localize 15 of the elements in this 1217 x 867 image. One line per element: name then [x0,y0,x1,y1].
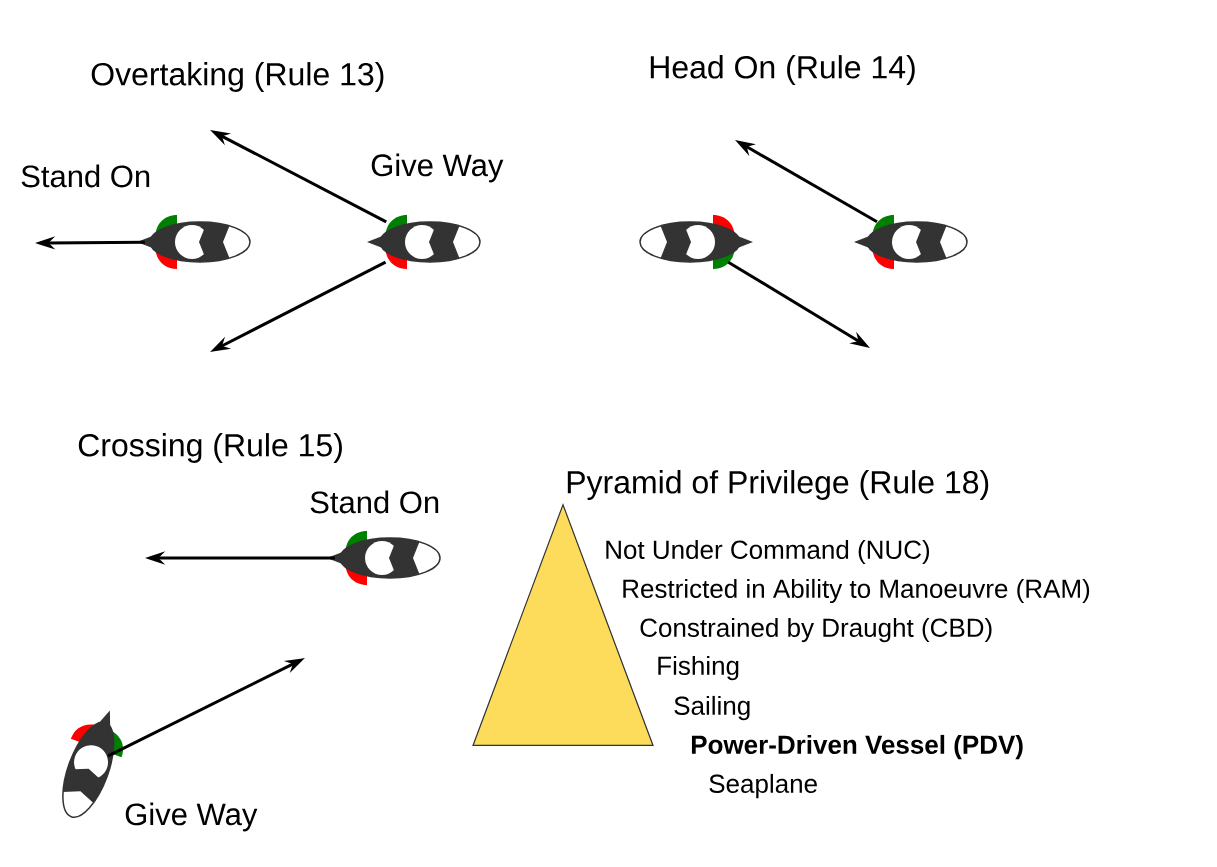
boat-drawing [854,215,968,269]
list-item: Restricted in Ability to Manoeuvre (RAM) [623,578,1090,604]
boat-label: Give Way [125,802,258,832]
boat-drawing [639,215,753,269]
heading: Crossing (Rule 15) [78,433,342,463]
heading: Head On (Rule 14) [650,55,915,85]
heading: Overtaking (Rule 13) [91,62,384,92]
list-item: Seaplane [709,773,817,799]
list-item: Power-Driven Vessel (PDV) [691,734,1023,760]
boat-label: Stand On [310,490,439,514]
heading: Pyramid of Privilege (Rule 18) [567,470,989,500]
boat-label: Stand On [21,164,150,188]
boat-label: Give Way [371,153,504,183]
list-item: Not Under Command (NUC) [606,539,930,565]
list-item: Constrained by Draught (CBD) [640,617,992,643]
